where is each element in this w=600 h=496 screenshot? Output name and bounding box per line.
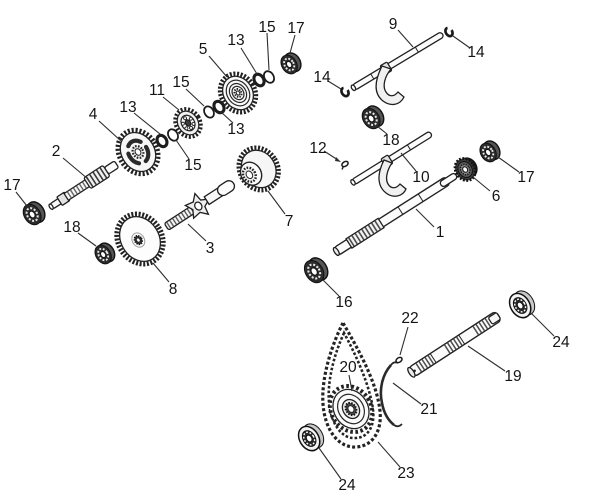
callout-4: 4 [89, 106, 98, 123]
callout-6: 6 [492, 188, 501, 205]
callout-21: 21 [420, 401, 437, 418]
part-23-chain [321, 319, 382, 449]
part-8-gear [114, 211, 166, 267]
leader-lines [15, 29, 555, 480]
callout-7: 7 [285, 213, 294, 230]
part-15-ring-c [262, 70, 276, 84]
part-20-sprocket [327, 384, 375, 434]
leader-arrowhead-12 [335, 157, 341, 162]
part-19-output-shaft [407, 311, 501, 378]
callout-24-bottom: 24 [338, 477, 356, 494]
part-4-gear [115, 127, 161, 177]
callout-11: 11 [149, 82, 165, 99]
callout-22: 22 [401, 310, 418, 327]
part-6-gear [453, 157, 478, 182]
part-21-guide-spring [379, 361, 403, 428]
callout-10: 10 [412, 169, 430, 186]
part-13-washer-a [155, 133, 169, 149]
part-15-ring-b [203, 105, 215, 119]
bearing-17-left [22, 201, 46, 226]
bearing-17-right [479, 140, 501, 163]
callout-3: 3 [206, 240, 215, 257]
part-10-shift-fork [350, 131, 433, 197]
part-7-gear [236, 145, 281, 193]
bearing-24-bottom [297, 423, 325, 452]
callout-15-b: 15 [172, 74, 189, 91]
callout-labels: 2 4 13 11 15 5 13 15 17 13 15 17 18 3 7 … [3, 16, 570, 494]
part-9-shift-fork [350, 32, 444, 106]
callout-15-c: 15 [258, 19, 275, 36]
bearing-17-top [280, 52, 302, 75]
part-11-hub [173, 107, 203, 139]
callout-12: 12 [309, 140, 326, 157]
callout-15-a: 15 [184, 157, 201, 174]
bearing-18-middle [361, 105, 385, 130]
callout-13-c: 13 [227, 32, 244, 49]
callout-5: 5 [199, 41, 208, 58]
callout-8: 8 [169, 281, 178, 298]
part-5-gear [217, 71, 259, 115]
callout-17-left: 17 [3, 177, 20, 194]
part-13-washer-c [252, 72, 266, 88]
part-2-input-shaft [48, 160, 119, 211]
part-14-circlip-left [340, 86, 350, 98]
callout-17-right: 17 [517, 169, 534, 186]
part-14-circlip-right [444, 26, 454, 38]
callout-13-a: 13 [119, 99, 136, 116]
callout-9: 9 [389, 16, 398, 33]
part-3-shift-spindle [164, 180, 236, 231]
callout-16: 16 [335, 294, 352, 311]
part-1-mainshaft [332, 172, 458, 257]
callout-17-top: 17 [287, 20, 304, 37]
callout-20: 20 [339, 359, 357, 376]
callout-1: 1 [436, 224, 445, 241]
part-13-washer-b [212, 99, 226, 115]
callout-2: 2 [52, 143, 61, 160]
callout-18-left: 18 [63, 219, 80, 236]
part-12-pin [341, 160, 349, 170]
callout-19: 19 [504, 368, 521, 385]
callout-14-left: 14 [313, 69, 331, 86]
callout-23: 23 [397, 465, 414, 482]
callout-24-right: 24 [552, 334, 570, 351]
callout-13-b: 13 [227, 121, 244, 138]
bearing-18-left [94, 242, 116, 265]
callout-18-middle: 18 [382, 132, 399, 149]
callout-14-right: 14 [467, 44, 485, 61]
bearing-16 [303, 257, 329, 284]
part-22-pin [395, 356, 403, 364]
